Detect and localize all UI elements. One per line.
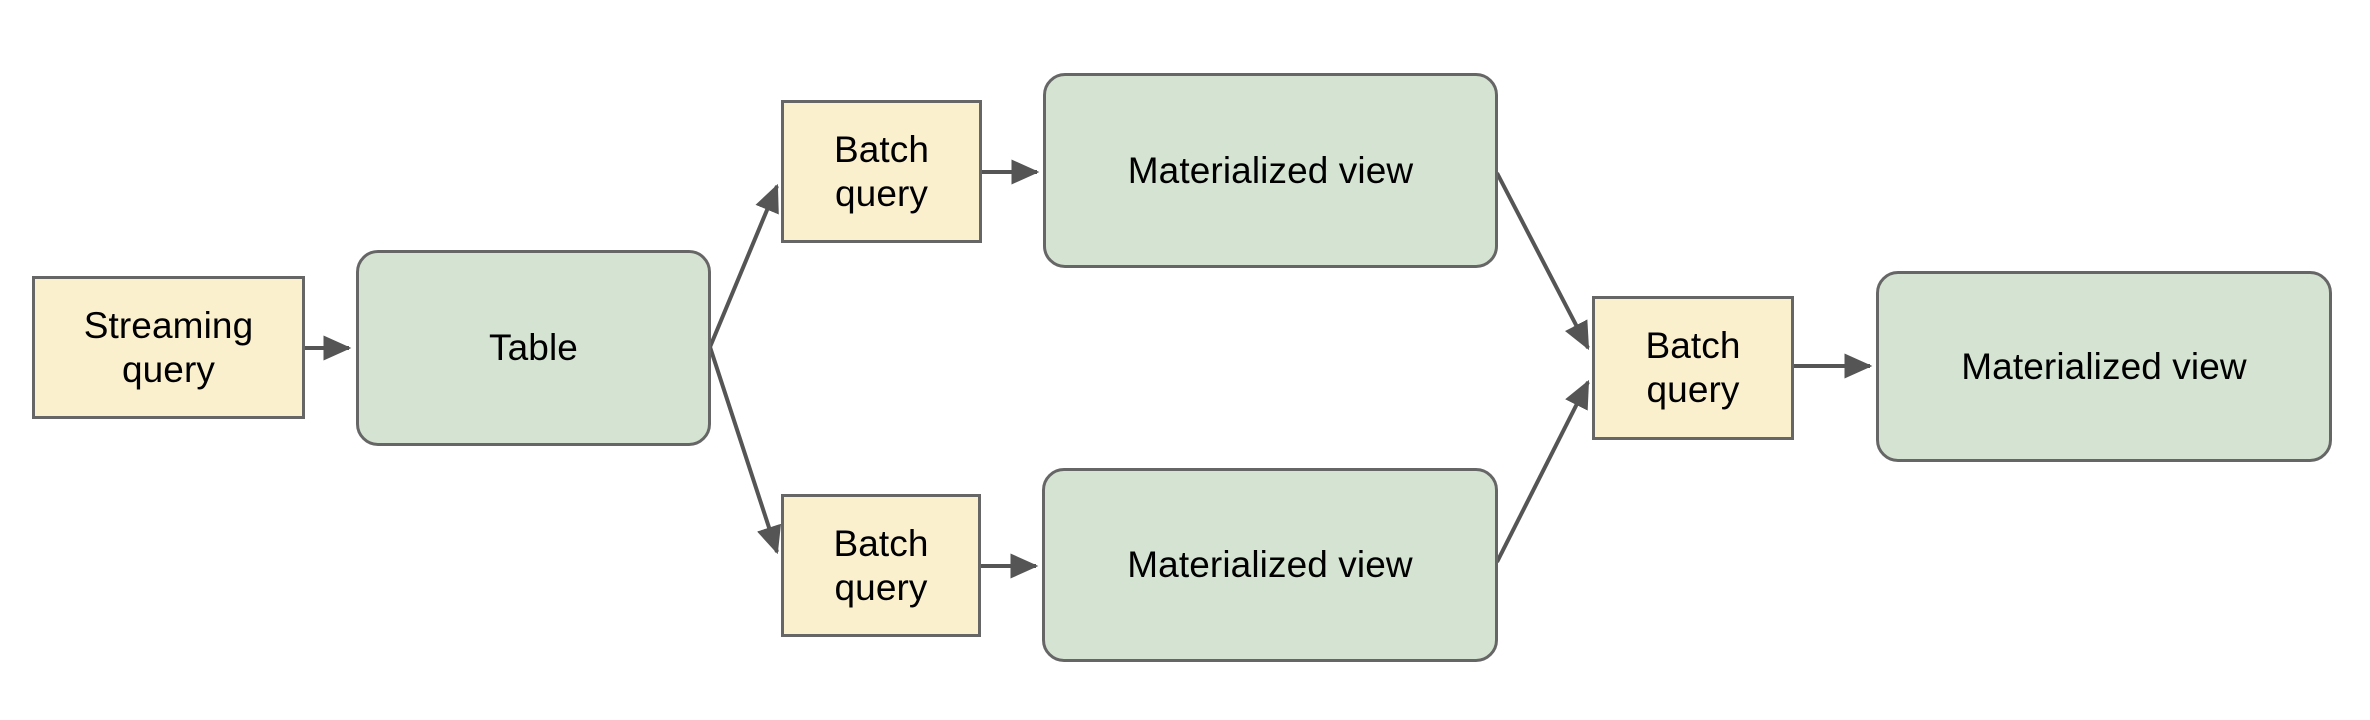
node-batch-query-top[interactable]: Batch query xyxy=(781,100,982,243)
node-materialized-view-top[interactable]: Materialized view xyxy=(1043,73,1498,268)
edge-mv-top-to-batch-right xyxy=(1495,172,1590,351)
node-table[interactable]: Table xyxy=(356,250,711,446)
edge-mv-bottom-to-batch-right xyxy=(1495,379,1590,563)
node-label: Batch query xyxy=(833,522,929,608)
node-label: Materialized view xyxy=(1961,345,2247,387)
node-label: Materialized view xyxy=(1127,544,1413,586)
node-label: Batch query xyxy=(833,128,930,214)
node-materialized-view-bottom[interactable]: Materialized view xyxy=(1042,468,1498,662)
node-label: Batch query xyxy=(1645,325,1741,410)
node-label: Table xyxy=(489,327,578,369)
node-batch-query-right[interactable]: Batch query xyxy=(1592,296,1794,440)
node-label: Materialized view xyxy=(1127,149,1414,191)
node-materialized-view-right[interactable]: Materialized view xyxy=(1876,271,2332,462)
edge-table-to-batch-top xyxy=(708,183,779,348)
node-streaming-query[interactable]: Streaming query xyxy=(32,276,305,419)
edge-table-to-batch-bottom xyxy=(708,346,782,555)
node-batch-query-bottom[interactable]: Batch query xyxy=(781,494,981,637)
node-label: Streaming query xyxy=(83,304,254,390)
